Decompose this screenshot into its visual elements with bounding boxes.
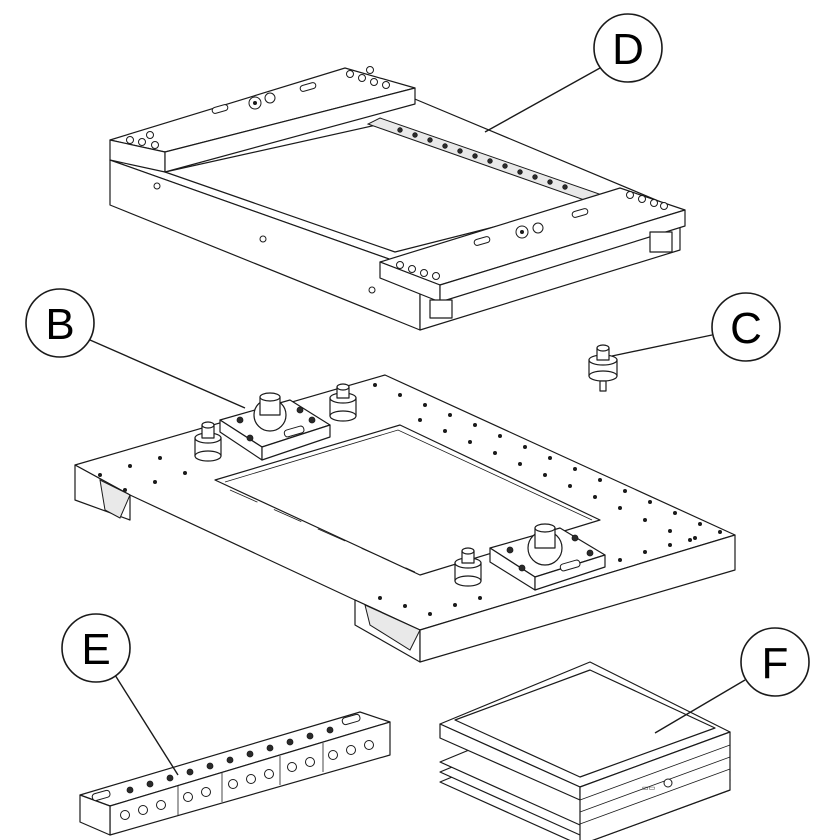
part-f-pallet: ▭▭ <box>439 661 731 840</box>
callout-d-label: D <box>612 25 644 74</box>
plate-left-chamfer <box>99 479 131 519</box>
plate-cutout-edge <box>224 429 593 521</box>
pallet-badge-icon <box>663 778 673 788</box>
callout-f: F <box>740 627 810 697</box>
callout-c: C <box>711 292 781 362</box>
clamp-left-boss-cap <box>259 392 281 402</box>
leader-f <box>654 679 746 734</box>
frame-rail-holes <box>397 127 568 190</box>
locating-pin-3 <box>454 547 482 587</box>
frame-foot-front <box>429 299 453 319</box>
part-c-pin <box>588 344 618 392</box>
leader-c <box>611 334 713 357</box>
callout-b: B <box>25 288 95 358</box>
pallet-top-inset <box>454 669 716 778</box>
clamp-right-front <box>534 554 606 591</box>
leader-e <box>114 674 179 776</box>
pin-c-bottom <box>588 370 618 382</box>
plate-cutout <box>214 424 601 576</box>
locating-pin-2 <box>329 383 357 422</box>
rail-front-holes <box>120 740 374 820</box>
callout-c-label: C <box>730 304 762 353</box>
callout-e-label: E <box>81 625 110 674</box>
locating-pin-1 <box>194 421 222 462</box>
callout-f-label: F <box>762 639 789 688</box>
clamp-module-left <box>219 392 331 461</box>
part-d-frame <box>109 66 686 331</box>
pallet-front-lines <box>579 744 731 825</box>
clamp-right-slot <box>559 559 581 572</box>
leader-lines <box>89 67 746 776</box>
pin-c-shank <box>599 380 607 392</box>
leader-d <box>484 67 601 133</box>
frame-front-plate-front <box>439 209 686 303</box>
clamp-left-slot <box>283 425 305 438</box>
plate-holes <box>98 383 722 616</box>
callout-d: D <box>593 13 663 83</box>
plate-front-face <box>419 534 736 663</box>
rail-end-face <box>79 794 111 836</box>
callout-b-label: B <box>45 300 74 349</box>
clamp-module-right <box>489 523 606 591</box>
pin-c-head-cap <box>596 344 610 352</box>
pallet-badge-mark: ▭▭ <box>642 785 655 792</box>
plate-center-line <box>229 489 416 573</box>
rail-top-holes <box>126 726 334 794</box>
clamp-left-front <box>261 424 331 461</box>
part-b-base-plate <box>74 374 736 663</box>
plate-right-chamfer <box>364 604 421 651</box>
rail-slot-right <box>341 713 361 726</box>
rail-slot-left <box>91 789 111 802</box>
clamp-right-boss-cap <box>534 523 556 533</box>
frame-front-plate-holes <box>396 191 668 280</box>
callout-e: E <box>61 613 131 683</box>
frame-back-plate-front <box>164 87 416 173</box>
frame-foot-right <box>649 231 673 253</box>
frame-side-holes <box>153 182 376 294</box>
frame-back-plate-holes <box>126 66 390 149</box>
leader-b <box>89 339 246 409</box>
part-e-rail <box>79 711 391 836</box>
